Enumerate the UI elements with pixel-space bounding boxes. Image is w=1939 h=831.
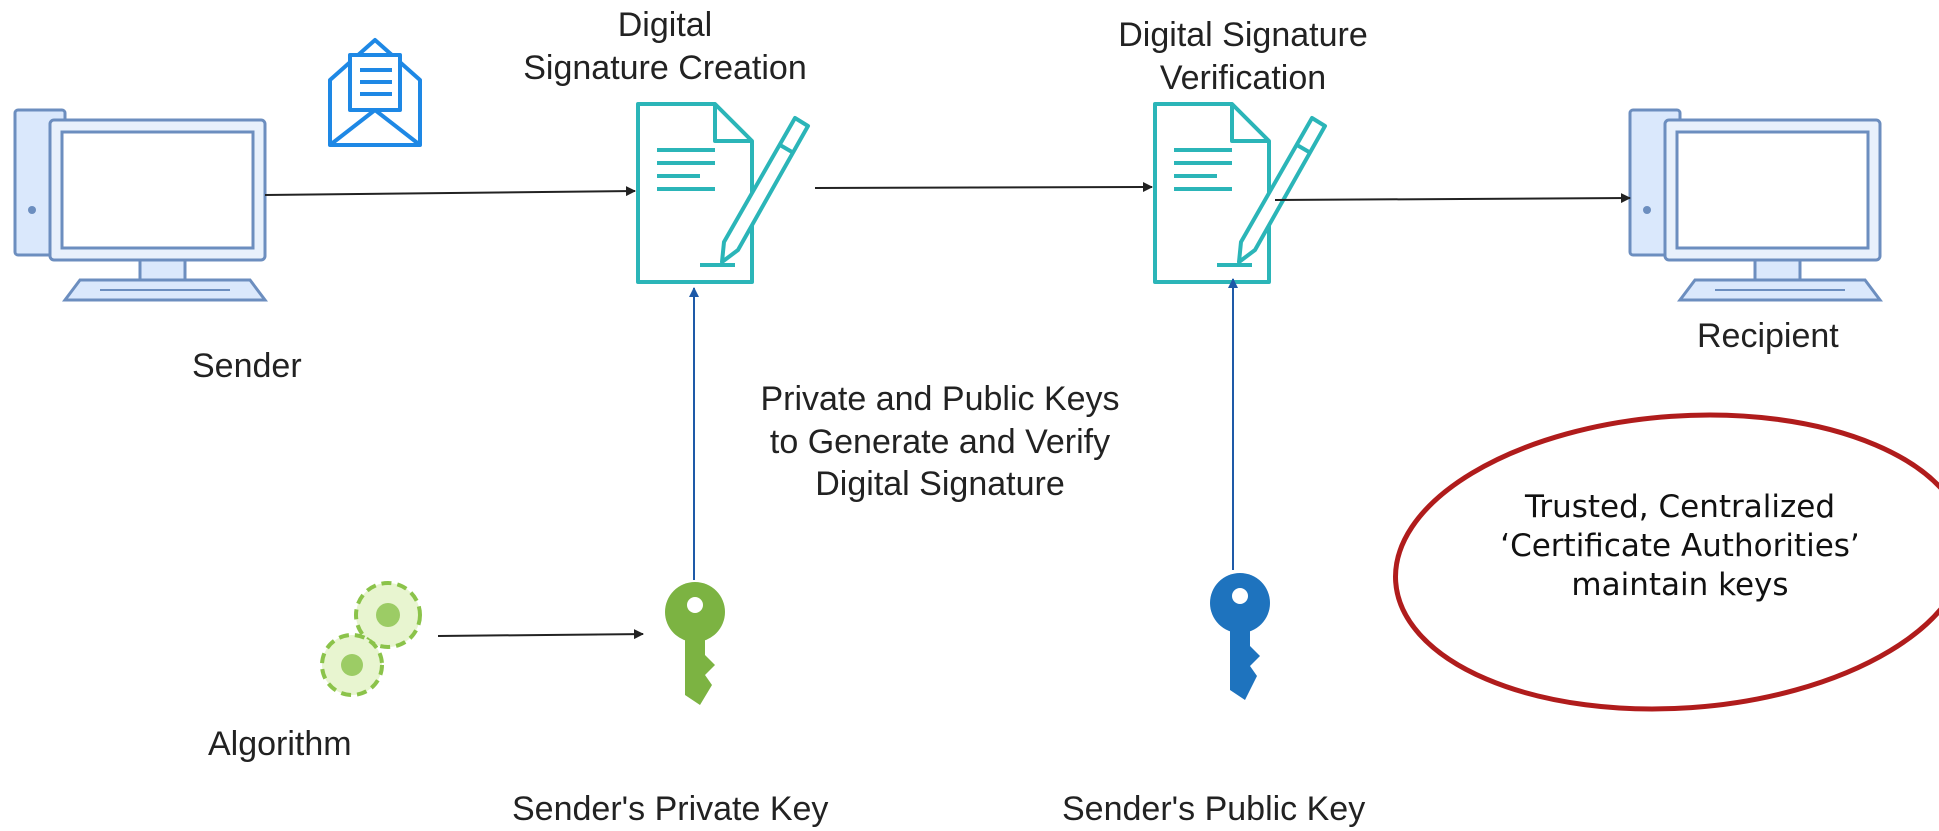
note-line2: ‘Certificate Authorities’	[1500, 527, 1860, 564]
arrow-verification-to-recipient	[1274, 193, 1631, 204]
recipient-label: Recipient	[1697, 317, 1839, 355]
keys-description-line2: to Generate and Verify	[769, 422, 1111, 461]
verification-title: Digital Signature Verification	[1078, 14, 1408, 99]
public-key-icon	[1210, 573, 1270, 700]
keys-description: Private and Public Keys to Generate and …	[715, 378, 1165, 506]
creation-title-line2: Signature Creation	[523, 48, 807, 87]
certificate-authority-note-ellipse	[1393, 412, 1939, 712]
private-key-label: Sender's Private Key	[512, 790, 829, 828]
arrow-creation-to-verification	[814, 182, 1153, 193]
keys-description-line3: Digital Signature	[815, 465, 1065, 503]
certificate-authority-note: Trusted, Centralized ‘Certificate Author…	[1480, 488, 1880, 604]
arrow-algorithm-to-private-key	[437, 629, 644, 640]
document-signature-verification-icon	[1153, 102, 1327, 284]
verification-title-line2: Verification	[1159, 58, 1327, 97]
sender-label: Sender	[192, 347, 302, 385]
arrow-sender-to-creation	[264, 186, 636, 197]
creation-title-line1: Digital	[617, 6, 713, 44]
private-key-icon	[665, 582, 725, 705]
creation-title: Digital Signature Creation	[500, 4, 830, 89]
keys-description-line1: Private and Public Keys	[760, 380, 1120, 418]
sender-computer-icon	[13, 108, 268, 302]
envelope-icon	[328, 38, 422, 147]
document-signature-creation-icon	[636, 102, 810, 284]
recipient-computer-icon	[1628, 108, 1883, 302]
note-line1: Trusted, Centralized	[1524, 489, 1836, 525]
verification-title-line1: Digital Signature	[1118, 16, 1368, 54]
public-key-label: Sender's Public Key	[1062, 790, 1366, 828]
algorithm-label: Algorithm	[208, 725, 352, 763]
note-line3: maintain keys	[1571, 566, 1789, 603]
gears-icon	[320, 581, 422, 697]
